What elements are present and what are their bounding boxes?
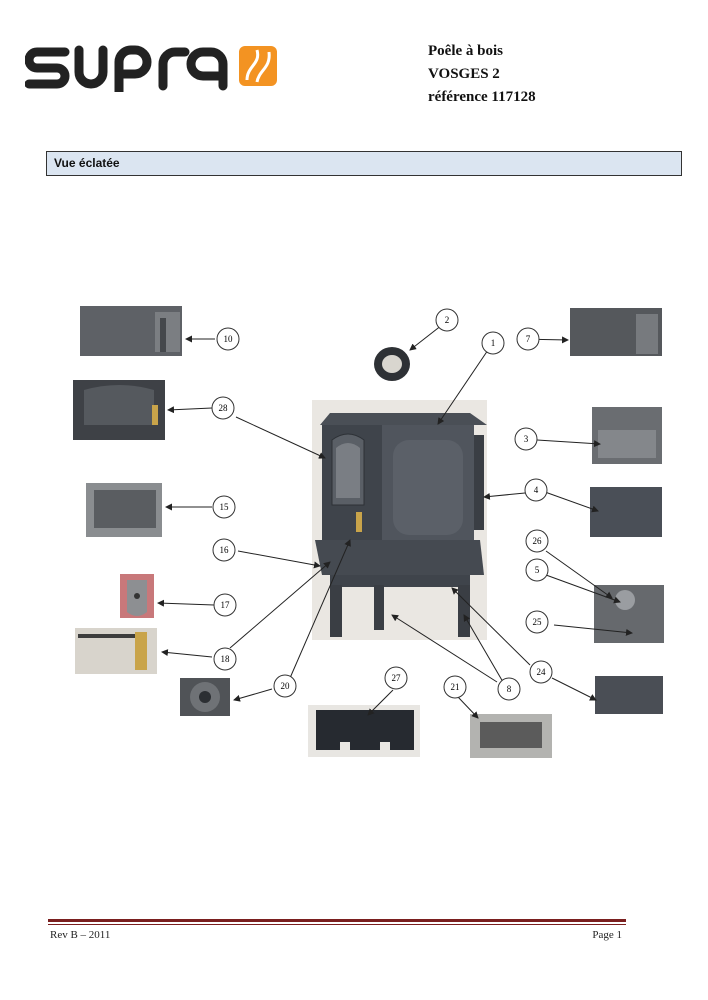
product-reference: référence 117128 xyxy=(428,89,536,105)
footer-rule-thick xyxy=(48,919,626,922)
part-17-photo xyxy=(120,574,154,618)
callout-2: 2 xyxy=(435,308,459,332)
svg-text:7: 7 xyxy=(526,334,531,344)
supra-wordmark xyxy=(25,45,228,92)
callout-1: 1 xyxy=(481,331,505,355)
callout-15: 15 xyxy=(212,495,236,519)
svg-text:28: 28 xyxy=(219,403,229,413)
svg-text:17: 17 xyxy=(221,600,231,610)
svg-text:21: 21 xyxy=(451,682,460,692)
supra-flame-mark xyxy=(239,46,277,86)
svg-text:10: 10 xyxy=(224,334,234,344)
product-type: Poêle à bois xyxy=(428,43,503,59)
footer-rule-thin xyxy=(48,924,626,925)
product-model: VOSGES 2 xyxy=(428,66,500,82)
callout-20: 20 xyxy=(273,674,297,698)
callout-28: 28 xyxy=(211,396,235,420)
callout-25: 25 xyxy=(525,610,549,634)
svg-text:2: 2 xyxy=(445,315,450,325)
callout-21: 21 xyxy=(443,675,467,699)
part-28-photo xyxy=(73,380,165,440)
callout-27: 27 xyxy=(384,666,408,690)
callout-16: 16 xyxy=(212,538,236,562)
svg-text:8: 8 xyxy=(507,684,512,694)
svg-text:1: 1 xyxy=(491,338,496,348)
svg-text:24: 24 xyxy=(537,667,547,677)
svg-text:26: 26 xyxy=(533,536,543,546)
svg-text:4: 4 xyxy=(534,485,539,495)
callout-3: 3 xyxy=(514,427,538,451)
part-20-photo xyxy=(180,678,230,716)
exploded-view-diagram: 1 2 3 4 5 7 8 10 15 16 17 18 20 21 24 25… xyxy=(73,306,664,758)
part-21-photo xyxy=(470,714,552,758)
supra-logo xyxy=(25,45,277,92)
footer-revision: Rev B – 2011 xyxy=(50,929,111,941)
callout-8: 8 xyxy=(497,677,521,701)
part-5-25-26-photo xyxy=(594,585,664,643)
svg-text:5: 5 xyxy=(535,565,540,575)
leader-lines xyxy=(157,324,633,719)
part-15-photo xyxy=(86,483,162,537)
svg-text:3: 3 xyxy=(524,434,529,444)
svg-text:20: 20 xyxy=(281,681,291,691)
callout-17: 17 xyxy=(213,593,237,617)
callout-7: 7 xyxy=(516,327,540,351)
callout-4: 4 xyxy=(524,478,548,502)
product-title-block: Poêle à bois VOSGES 2 référence 117128 xyxy=(428,40,536,109)
svg-text:27: 27 xyxy=(392,673,402,683)
part-18-photo xyxy=(75,628,157,674)
callout-10: 10 xyxy=(216,327,240,351)
callout-26: 26 xyxy=(525,529,549,553)
callout-18: 18 xyxy=(213,647,237,671)
callout-5: 5 xyxy=(525,558,549,582)
part-27-photo xyxy=(308,705,420,757)
stove-photo xyxy=(312,400,487,640)
part-4-photo xyxy=(590,487,662,537)
part-24-photo xyxy=(595,676,663,714)
section-title-bar: Vue éclatée xyxy=(46,151,682,176)
footer-page-number: Page 1 xyxy=(592,929,622,941)
svg-text:18: 18 xyxy=(221,654,231,664)
callout-24: 24 xyxy=(529,660,553,684)
callout-circles: 1 2 3 4 5 7 8 10 15 16 17 18 20 21 24 25… xyxy=(211,308,553,701)
svg-text:15: 15 xyxy=(220,502,230,512)
part-2-photo xyxy=(374,347,410,381)
part-7-photo xyxy=(570,308,662,356)
part-10-photo xyxy=(80,306,182,356)
svg-text:25: 25 xyxy=(533,617,543,627)
svg-text:16: 16 xyxy=(220,545,230,555)
part-3-photo xyxy=(592,407,662,464)
